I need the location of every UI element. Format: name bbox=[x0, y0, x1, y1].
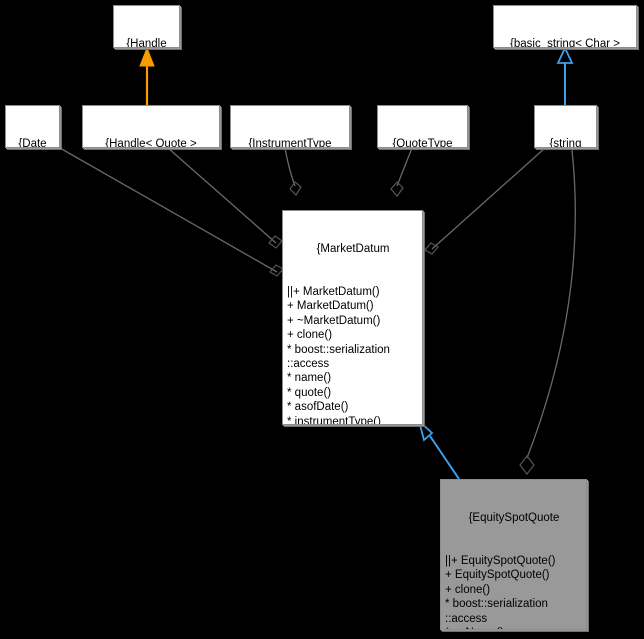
class-node-equity-spot-quote-members: ||+ EquitySpotQuote()+ EquitySpotQuote()… bbox=[445, 554, 583, 629]
class-node-basic-string[interactable]: {basic_string< Char > ||} bbox=[493, 5, 637, 48]
class-member-line: + clone() bbox=[445, 583, 491, 596]
class-node-basic-string-title: {basic_string< Char > bbox=[510, 37, 620, 48]
class-node-handle-title: {Handle bbox=[126, 37, 167, 48]
edge-instrument-type-to-market-datum bbox=[284, 147, 302, 196]
class-node-handle-quote[interactable]: {Handle< Quote > ||} bbox=[82, 105, 220, 148]
class-node-string[interactable]: {string ||} bbox=[534, 105, 597, 148]
class-member-line: * boost::serialization bbox=[287, 343, 390, 356]
class-member-line: * asofDate() bbox=[287, 401, 349, 414]
edge-string-to-equity-spot-quote bbox=[519, 149, 576, 475]
class-member-line: + clone() bbox=[287, 329, 333, 342]
class-member-line: * quote() bbox=[287, 386, 332, 399]
class-node-quote-type-title: {QuoteType bbox=[392, 137, 453, 148]
class-member-line: ||+ EquitySpotQuote() bbox=[445, 555, 556, 568]
class-member-line: * instrumentType() bbox=[287, 415, 381, 425]
class-node-handle-quote-title: {Handle< Quote > bbox=[105, 137, 197, 148]
class-node-market-datum-title: {MarketDatum bbox=[316, 242, 390, 255]
class-member-line: + EquitySpotQuote() bbox=[445, 569, 550, 582]
class-member-line: + MarketDatum() bbox=[287, 300, 374, 313]
class-member-line: + ~MarketDatum() bbox=[287, 314, 381, 327]
class-node-date-title: {Date bbox=[18, 137, 47, 148]
class-member-line: * boost::serialization bbox=[445, 598, 548, 611]
edge-date-to-market-datum bbox=[59, 147, 284, 277]
class-node-string-title: {string bbox=[549, 137, 582, 148]
class-node-market-datum-members: ||+ MarketDatum()+ MarketDatum()+ ~Marke… bbox=[287, 285, 419, 425]
edge-string-to-market-datum bbox=[424, 147, 546, 255]
class-member-line: ||+ MarketDatum() bbox=[287, 286, 380, 299]
class-node-quote-type[interactable]: {QuoteType ||} bbox=[377, 105, 468, 148]
class-member-line: ::access bbox=[287, 358, 330, 371]
edge-quote-type-to-market-datum bbox=[390, 147, 413, 197]
class-node-instrument-type-title: {InstrumentType bbox=[248, 137, 332, 148]
class-node-instrument-type[interactable]: {InstrumentType ||} bbox=[230, 105, 350, 148]
class-node-handle[interactable]: {Handle ||} bbox=[113, 5, 180, 48]
edge-handle-quote-to-handle bbox=[139, 46, 155, 105]
class-node-market-datum[interactable]: {MarketDatum ||+ MarketDatum()+ MarketDa… bbox=[282, 210, 423, 425]
class-node-equity-spot-quote[interactable]: {EquitySpotQuote ||+ EquitySpotQuote()+ … bbox=[440, 479, 587, 630]
class-node-equity-spot-quote-title: {EquitySpotQuote bbox=[468, 511, 560, 524]
class-member-line: * eqName() bbox=[445, 626, 583, 629]
edge-handle-quote-to-market-datum bbox=[167, 147, 283, 249]
class-node-date[interactable]: {Date ||} bbox=[5, 105, 60, 148]
edge-string-to-basic-string bbox=[556, 45, 574, 105]
class-member-line: * name() bbox=[287, 372, 332, 385]
class-member-line: ::access bbox=[445, 612, 488, 625]
edge-equity-spot-quote-to-market-datum bbox=[417, 418, 460, 480]
